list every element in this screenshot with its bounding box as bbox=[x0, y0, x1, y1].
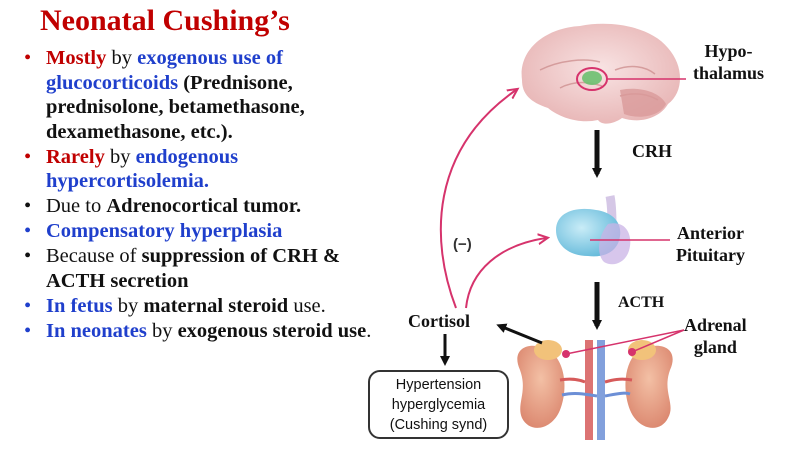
bullet-text-segment: (Prednisone, prednisolone, betamethasone… bbox=[46, 71, 305, 143]
acth-label: ACTH bbox=[618, 294, 665, 311]
adrenal-label-line1: Adrenal bbox=[684, 315, 747, 335]
bullet-dot: • bbox=[24, 195, 32, 217]
adrenal-label-line2: gland bbox=[693, 337, 737, 357]
hypothalamus-spot bbox=[582, 71, 602, 85]
bullet-item: • In fetus by maternal steroid use. bbox=[20, 294, 395, 319]
bullet-text-segment: suppression of CRH & ACTH secretion bbox=[46, 245, 341, 292]
bullet-text-segment: Rarely bbox=[46, 145, 105, 168]
effects-line-3: (Cushing synd) bbox=[389, 417, 488, 433]
bullet-text-segment: by bbox=[106, 47, 138, 69]
bullet-text-segment: by bbox=[104, 145, 136, 168]
bullet-item: • Compensatory hyperplasia bbox=[20, 219, 395, 244]
brain-illustration bbox=[521, 23, 686, 124]
bullet-dot: • bbox=[24, 145, 32, 168]
feedback-arrow-pituitary bbox=[465, 238, 546, 309]
adrenal-label: Adrenal gland bbox=[684, 314, 747, 358]
bullet-text-segment: In fetus bbox=[46, 294, 113, 317]
bullet-item: • In neonates by exogenous steroid use. bbox=[20, 319, 395, 344]
bullet-dot: • bbox=[24, 245, 32, 267]
bullet-text-segment: maternal steroid bbox=[143, 294, 289, 317]
bullet-item: • Mostly by exogenous use of glucocortico… bbox=[20, 46, 395, 144]
crh-label: CRH bbox=[632, 141, 672, 161]
bullet-text-segment: Mostly bbox=[46, 47, 107, 69]
bullet-item: • Because of suppression of CRH & ACTH se… bbox=[20, 244, 395, 293]
bullet-text-segment: exogenous steroid use bbox=[177, 319, 367, 342]
cortisol-label: Cortisol bbox=[408, 311, 470, 331]
bullet-item: • Due to Adrenocortical tumor. bbox=[20, 194, 395, 219]
bullet-text-segment: Adrenocortical tumor. bbox=[106, 195, 302, 217]
bullet-text-segment: by bbox=[112, 294, 144, 317]
pituitary-label-line2: Pituitary bbox=[676, 245, 745, 265]
bullet-text-segment: Due to bbox=[46, 195, 107, 217]
effects-line-1: Hypertension bbox=[395, 377, 482, 393]
bullet-dot: • bbox=[24, 220, 32, 242]
cortisol-output-arrow bbox=[496, 323, 543, 345]
bullet-list: • Mostly by exogenous use of glucocortico… bbox=[20, 46, 395, 344]
bullet-dot: • bbox=[24, 319, 32, 342]
hypothalamus-label-line2: thalamus bbox=[693, 63, 765, 83]
negative-feedback-label: (−) bbox=[453, 236, 472, 253]
bullet-dot: • bbox=[24, 47, 32, 69]
bullet-text-segment: endogenous hypercortisolemia. bbox=[46, 145, 239, 193]
bullet-text-segment: Compensatory hyperplasia bbox=[46, 220, 283, 242]
adrenal-kidney-illustration bbox=[517, 329, 685, 440]
bullet-item: • Rarely by endogenous hypercortisolemia. bbox=[20, 145, 395, 194]
pituitary-label: Anterior Pituitary bbox=[676, 222, 745, 266]
bullet-dot: • bbox=[24, 294, 32, 317]
bullet-text-segment: In neonates bbox=[46, 319, 147, 342]
bullet-text-segment: . bbox=[366, 319, 372, 342]
hypothalamus-label: Hypo- thalamus bbox=[693, 40, 764, 84]
feedback-arrow-hypothalamus bbox=[439, 90, 516, 309]
bullet-text-segment: by bbox=[146, 319, 178, 342]
effects-line-2: hyperglycemia bbox=[391, 397, 486, 413]
effects-box: Hypertension hyperglycemia (Cushing synd… bbox=[368, 370, 509, 439]
bullet-text-segment: use. bbox=[288, 294, 326, 317]
slide-title: Neonatal Cushing’s bbox=[40, 4, 290, 37]
pituitary-illustration bbox=[556, 195, 670, 265]
bullet-text-segment: exogenous use of glucocorticoids bbox=[46, 47, 283, 94]
hypothalamus-label-line1: Hypo- bbox=[704, 41, 753, 61]
pituitary-label-line1: Anterior bbox=[677, 223, 744, 243]
bullet-text-segment: Because of bbox=[46, 245, 142, 267]
